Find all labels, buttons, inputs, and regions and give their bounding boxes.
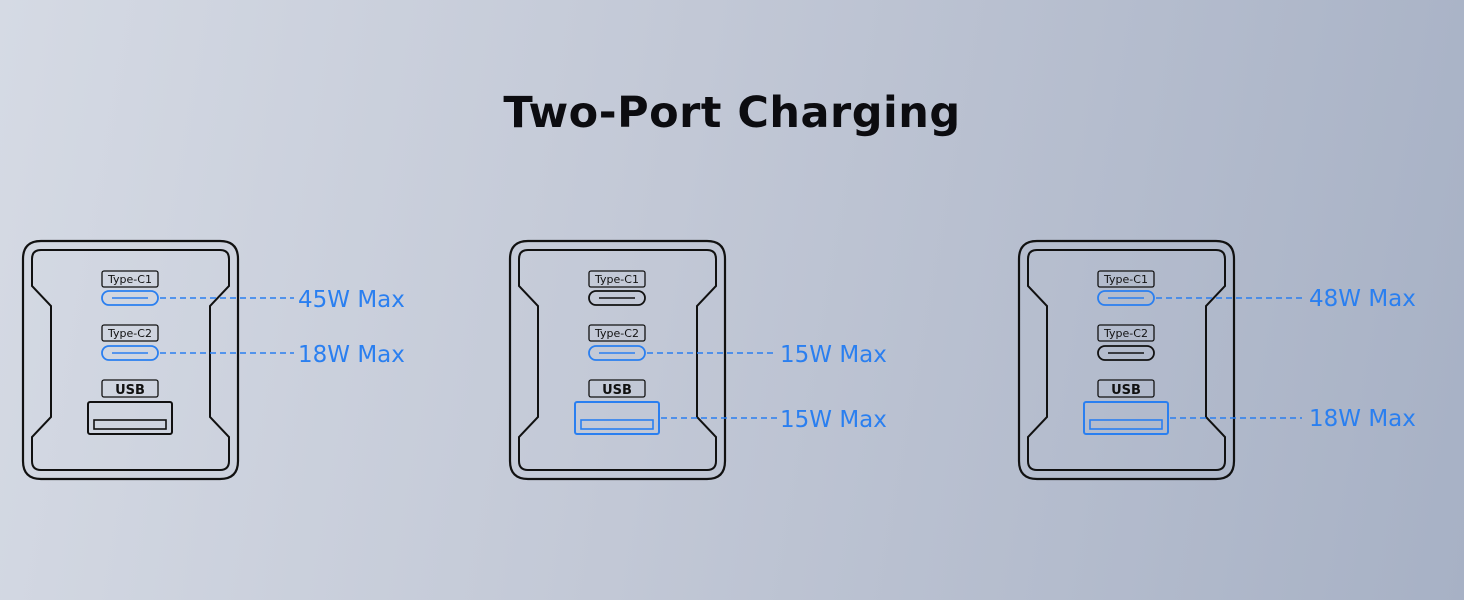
port-label-type-c1: Type-C1: [107, 273, 152, 286]
wattage-label: 45W Max: [298, 287, 405, 313]
wattage-label: 15W Max: [780, 407, 887, 433]
port-label-type-c2: Type-C2: [107, 327, 152, 340]
port-usb[interactable]: USB: [87, 379, 173, 435]
wattage-label: 15W Max: [780, 342, 887, 368]
port-label-type-c2: Type-C2: [1103, 327, 1148, 340]
charger-inner-outline: [31, 249, 230, 471]
wattage-label: 18W Max: [298, 342, 405, 368]
charger-outline: [21, 239, 240, 481]
port-type-c1[interactable]: Type-C1: [101, 270, 159, 306]
page-title: Two-Port Charging: [503, 88, 961, 138]
port-type-c1[interactable]: Type-C1: [1097, 270, 1155, 306]
charger-inner-outline: [518, 249, 717, 471]
wattage-label: 18W Max: [1309, 406, 1416, 432]
charger-outline: [1017, 239, 1236, 481]
port-usb[interactable]: USB: [574, 379, 660, 435]
port-label-type-c1: Type-C1: [594, 273, 639, 286]
port-label-usb: USB: [602, 383, 632, 398]
wattage-label: 48W Max: [1309, 286, 1416, 312]
port-label-type-c2: Type-C2: [594, 327, 639, 340]
port-label-usb: USB: [115, 383, 145, 398]
port-type-c2[interactable]: Type-C2: [1097, 324, 1155, 361]
port-label-usb: USB: [1111, 383, 1141, 398]
charger-inner-outline: [1027, 249, 1226, 471]
port-type-c2[interactable]: Type-C2: [101, 324, 159, 361]
wattage-callouts: 45W Max 18W Max 15W Max 15W Max 48W Max …: [160, 286, 1416, 433]
port-type-c1[interactable]: Type-C1: [588, 270, 646, 306]
port-label-type-c1: Type-C1: [1103, 273, 1148, 286]
port-usb[interactable]: USB: [1083, 379, 1169, 435]
charger-3: Type-C1 Type-C2 USB: [1017, 239, 1236, 481]
port-type-c2[interactable]: Type-C2: [588, 324, 646, 361]
charger-2: Type-C1 Type-C2 USB: [508, 239, 727, 481]
charger-1: Type-C1 Type-C2 USB: [21, 239, 240, 481]
charger-outline: [508, 239, 727, 481]
